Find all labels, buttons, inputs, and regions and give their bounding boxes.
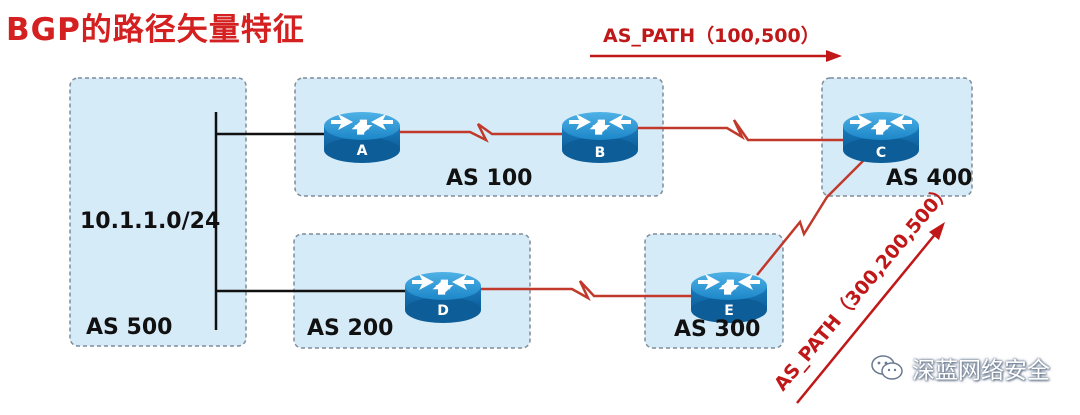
serial-links	[395, 119, 865, 302]
router-d[interactable]: D	[405, 272, 481, 323]
as400-label: AS 400	[886, 166, 972, 191]
watermark: 深蓝网络安全	[870, 351, 1050, 385]
link-e-c	[756, 159, 865, 276]
as-path-lower-arrow	[796, 222, 945, 404]
as500-label: AS 500	[86, 315, 172, 340]
as-path-upper-arrow	[590, 50, 842, 62]
router-a-label: A	[357, 143, 368, 159]
router-b-label: B	[595, 145, 606, 161]
router-a[interactable]: A	[324, 112, 400, 163]
router-e-label: E	[724, 303, 734, 319]
router-b[interactable]: B	[562, 112, 638, 163]
router-c[interactable]: C	[843, 112, 919, 163]
link-b-c	[636, 119, 846, 142]
router-d-label: D	[437, 303, 449, 319]
as100-label: AS 100	[446, 166, 532, 191]
as200-label: AS 200	[307, 316, 393, 341]
link-a-b	[395, 122, 565, 143]
diagram-title: BGP的路径矢量特征	[6, 12, 305, 48]
as300-label: AS 300	[674, 317, 760, 342]
router-c-label: C	[876, 145, 886, 161]
wechat-icon	[871, 355, 903, 380]
link-d-e	[478, 280, 692, 302]
prefix-label: 10.1.1.0/24	[80, 209, 220, 234]
watermark-text: 深蓝网络安全	[912, 358, 1050, 384]
router-e[interactable]: E	[691, 272, 767, 323]
as-path-upper-label: AS_PATH（100,500）	[603, 24, 820, 47]
prefix-bus	[214, 112, 406, 330]
as500-box	[69, 77, 247, 347]
